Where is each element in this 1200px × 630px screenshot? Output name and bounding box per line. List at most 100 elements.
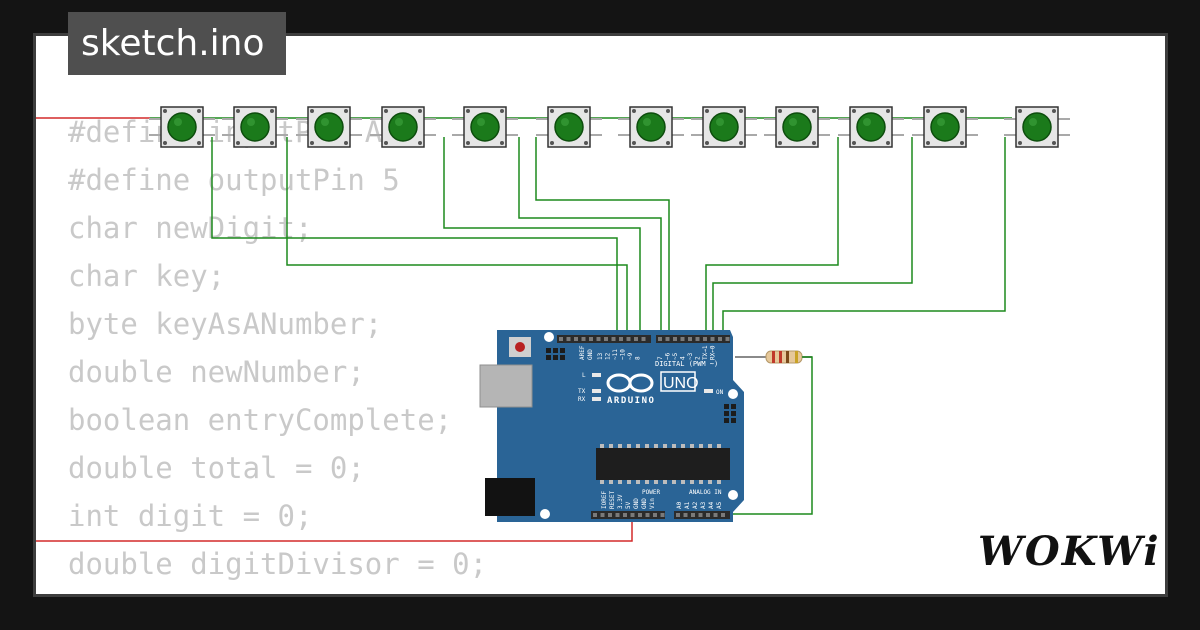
pin-label: ~6 [665, 352, 672, 360]
button-cap[interactable] [240, 112, 270, 142]
pushbutton[interactable] [691, 106, 757, 148]
arduino-uno-board[interactable]: UNO ARDUINO DIGITAL (PWM ~) POWER ANALOG… [479, 330, 744, 522]
button-cap[interactable] [1022, 112, 1052, 142]
signal-wire[interactable] [712, 137, 913, 340]
button-cap[interactable] [314, 112, 344, 142]
code-line: char key; [68, 259, 226, 293]
mounting-hole [728, 389, 738, 399]
pin-label: ~10 [620, 349, 627, 360]
brand-label: ARDUINO [607, 396, 655, 406]
pin-label: ~11 [612, 349, 619, 360]
reset-button-cap[interactable] [515, 342, 525, 352]
usb-port [479, 364, 533, 408]
pin-label: ~5 [672, 352, 679, 360]
icsp-header-right [724, 404, 736, 423]
pin-label: RX←0 [710, 345, 717, 360]
pin-label: A2 [692, 501, 699, 509]
led-l [592, 373, 601, 377]
button-cap[interactable] [856, 112, 886, 142]
arduino-infinity-logo [606, 373, 654, 393]
signal-wire[interactable] [722, 137, 1006, 340]
pin-label: Vin [649, 498, 656, 509]
code-line: boolean entryComplete; [68, 403, 453, 437]
mounting-hole [544, 332, 554, 342]
on-label: ON [716, 389, 724, 396]
pin-label: GND [587, 349, 594, 360]
button-cap[interactable] [782, 112, 812, 142]
resistor[interactable] [735, 350, 812, 364]
code-line: double newNumber; [68, 355, 365, 389]
button-cap[interactable] [470, 112, 500, 142]
pushbutton[interactable] [296, 106, 362, 148]
pin-label: A0 [676, 501, 683, 509]
pushbutton[interactable] [149, 106, 215, 148]
signal-wire[interactable] [518, 137, 662, 340]
uno-badge [660, 371, 696, 392]
pushbutton[interactable] [838, 106, 904, 148]
button-cap[interactable] [167, 112, 197, 142]
pin-label: ~9 [627, 352, 634, 360]
pin-label: A5 [716, 501, 723, 509]
power-header [591, 511, 665, 519]
analog-header-label: ANALOG IN [689, 489, 722, 496]
button-cap[interactable] [388, 112, 418, 142]
led-tx-label: TX [578, 388, 586, 395]
pin-label: 8 [635, 356, 642, 360]
pin-label: 3.3V [617, 494, 624, 509]
resistor-wire[interactable] [733, 356, 813, 515]
pin-label: 13 [597, 352, 604, 360]
code-line: int digit = 0; [68, 499, 313, 533]
pin-label: GND [633, 498, 640, 509]
file-tab[interactable]: sketch.ino [68, 12, 286, 75]
pin-label: 12 [605, 352, 612, 360]
button-cap[interactable] [930, 112, 960, 142]
signal-wires[interactable] [211, 137, 1006, 340]
pushbutton[interactable] [222, 106, 288, 148]
mounting-hole [728, 490, 738, 500]
pushbutton[interactable] [764, 106, 830, 148]
button-cap[interactable] [636, 112, 666, 142]
digital-header-right [656, 335, 730, 343]
pin-label: 5V [625, 501, 632, 509]
pin-label: TX→1 [702, 345, 709, 360]
code-line: char newDigit; [68, 211, 313, 245]
pin-label: 4 [680, 356, 687, 360]
pin-label: IOREF [601, 491, 608, 509]
code-line: double digitDivisor = 0; [68, 547, 488, 581]
pushbutton[interactable] [912, 106, 978, 148]
pin-label: 2 [695, 356, 702, 360]
mounting-hole [540, 509, 550, 519]
pushbutton-row[interactable] [149, 106, 1070, 148]
power-header-label: POWER [642, 489, 660, 496]
signal-wire[interactable] [705, 137, 839, 340]
button-cap[interactable] [709, 112, 739, 142]
signal-wire[interactable] [443, 137, 641, 340]
model-label: UNO [663, 375, 699, 392]
button-cap[interactable] [554, 112, 584, 142]
atmega-chip [596, 448, 730, 480]
pushbutton[interactable] [370, 106, 436, 148]
signal-wire[interactable] [286, 137, 628, 340]
led-on [704, 389, 713, 393]
pin-label: 7 [657, 356, 664, 360]
pin-label: A4 [708, 501, 715, 509]
chip-pins [600, 444, 721, 484]
pin-label: AREF [579, 345, 586, 360]
led-tx [592, 389, 601, 393]
pushbutton[interactable] [536, 106, 602, 148]
code-line: double total = 0; [68, 451, 365, 485]
code-line: #define outputPin 5 [68, 163, 400, 197]
led-l-label: L [582, 372, 586, 379]
signal-wire[interactable] [211, 137, 618, 340]
code-line: byte keyAsANumber; [68, 307, 383, 341]
power-jack [485, 478, 535, 516]
pushbutton[interactable] [452, 106, 518, 148]
pin-label: A3 [700, 501, 707, 509]
pushbutton[interactable] [1004, 106, 1070, 148]
pushbutton[interactable] [618, 106, 684, 148]
signal-wire[interactable] [535, 137, 670, 340]
icsp-header [546, 348, 565, 360]
pin-label: GND [641, 498, 648, 509]
